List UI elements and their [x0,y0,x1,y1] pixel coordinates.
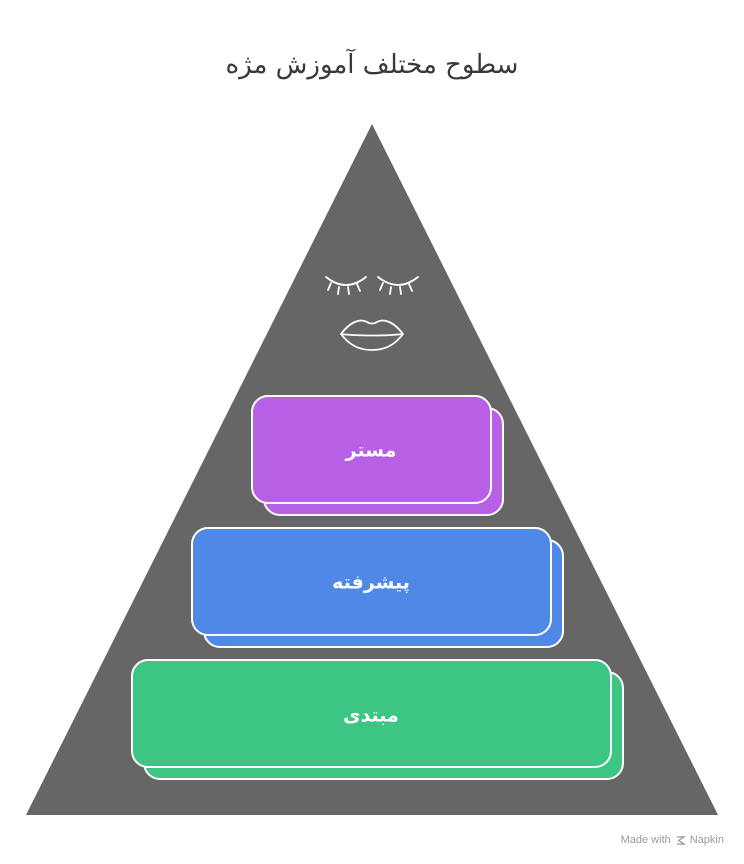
napkin-logo-icon [676,835,686,845]
tier-master: مستر [251,395,504,516]
tier-advanced-label: پیشرفته [332,572,410,594]
tier-beginner-box [131,659,612,768]
tier-beginner-label: مبتدی [343,705,399,727]
tier-master-label: مستر [345,440,397,462]
napkin-watermark[interactable]: Made with Napkin [621,834,724,846]
lips-icon [340,319,404,351]
watermark-brand: Napkin [689,834,724,846]
closed-eyes-icon [325,276,419,295]
tier-beginner: مبتدی [131,659,624,780]
tier-advanced: پیشرفته [191,527,564,648]
page-title: سطوح مختلف آموزش مژه [225,50,519,80]
tier-master-box [251,395,492,504]
tier-advanced-box [191,527,552,636]
watermark-made-with: Made with [620,834,671,846]
